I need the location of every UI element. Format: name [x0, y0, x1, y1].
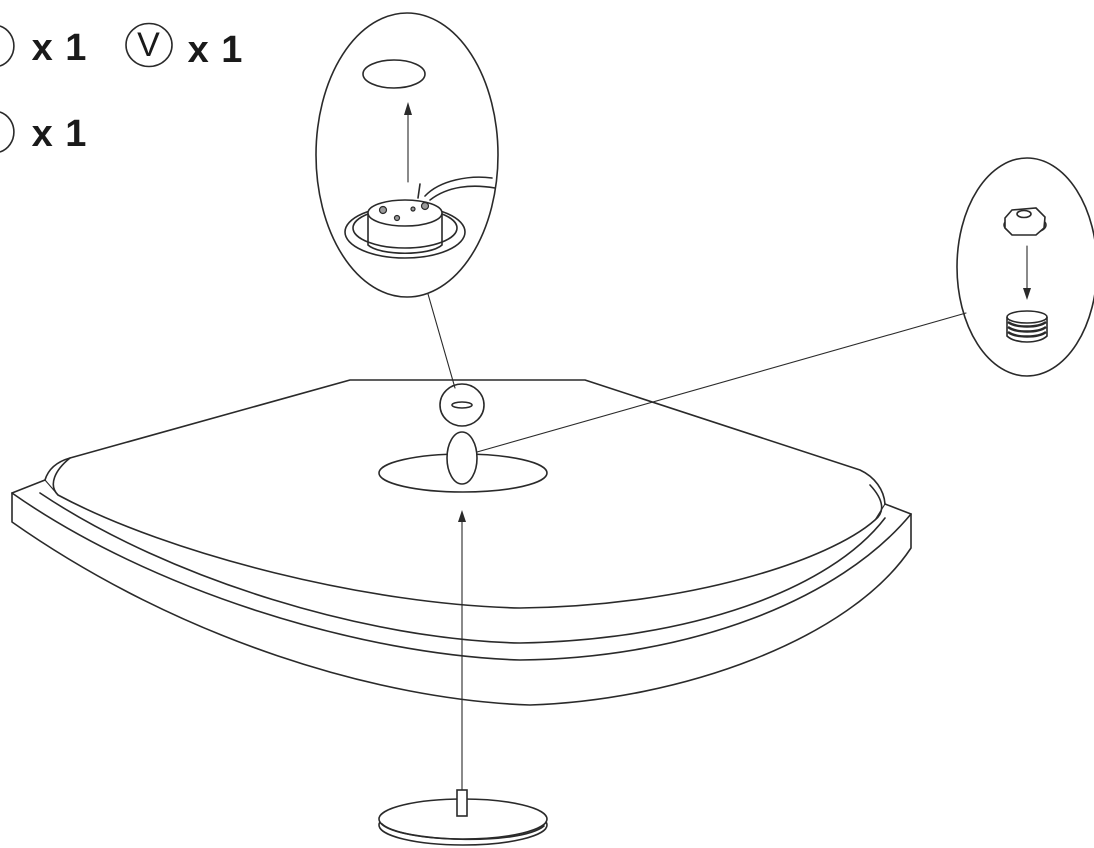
leader-line-top	[427, 293, 456, 389]
part-badge-partial-2	[0, 111, 15, 153]
part-badge-partial-1	[0, 25, 15, 67]
bottom-stand-part	[378, 510, 548, 846]
nut-icon	[1003, 207, 1047, 236]
arrow-up-icon-bottom	[458, 510, 466, 522]
top-detail-callout	[315, 12, 499, 298]
leader-line-right	[476, 312, 967, 453]
oval-insert-part	[446, 431, 478, 485]
parts-row-2: x 1	[0, 110, 87, 154]
part-1-quantity: x 1	[31, 27, 88, 69]
part-badge-letter: V	[137, 26, 161, 64]
right-detail-callout	[956, 157, 1094, 377]
part-badge-v: V	[124, 22, 176, 68]
threaded-bushing-icon	[1006, 310, 1048, 343]
parts-row-1: x 1	[0, 24, 87, 68]
small-cap-part	[439, 383, 485, 427]
light-module-icon	[344, 176, 496, 259]
part-badge-circle-icon	[125, 22, 173, 68]
arrow-down-icon	[1023, 288, 1031, 300]
part-3-quantity: x 1	[31, 113, 88, 155]
parts-row-1-item-2: V x 1	[124, 22, 243, 69]
part-2-quantity: x 1	[187, 29, 244, 71]
arrow-up-icon	[404, 102, 412, 115]
base-tray	[11, 379, 912, 706]
